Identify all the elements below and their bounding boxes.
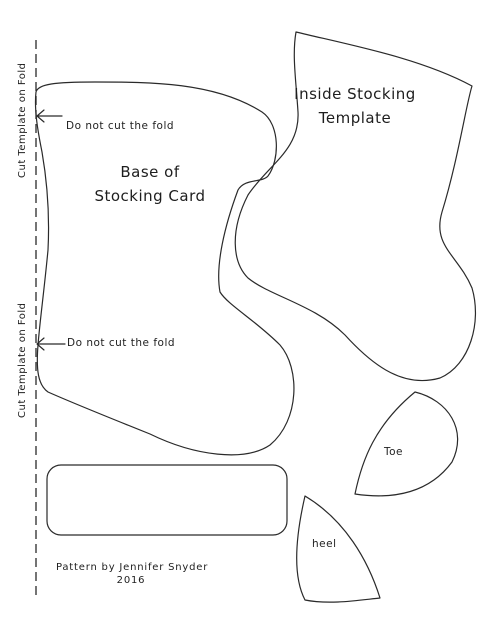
fold-label-top: Cut Template on Fold — [17, 62, 28, 178]
heel-outline — [296, 495, 381, 603]
heel-label: heel — [312, 538, 337, 550]
do-not-cut-note-top: Do not cut the fold — [66, 120, 175, 132]
do-not-cut-note-bottom: Do not cut the fold — [67, 337, 176, 349]
credit-line2: 2016 — [116, 575, 146, 586]
inside-title-line1: Inside Stocking — [294, 85, 416, 103]
inside-title-line2: Template — [318, 109, 392, 127]
toe-outline — [354, 391, 459, 497]
credit-line1: Pattern by Jennifer Snyder — [56, 562, 209, 573]
fold-label-bottom: Cut Template on Fold — [17, 302, 28, 418]
toe-label: Toe — [384, 446, 404, 458]
cuff-outline — [46, 464, 288, 536]
inside-title: Inside Stocking Template — [290, 82, 420, 130]
credit: Pattern by Jennifer Snyder 2016 — [56, 561, 209, 587]
arrow-bottom — [36, 337, 66, 351]
base-stocking-outline — [34, 81, 295, 456]
base-title-line2: Stocking Card — [94, 187, 206, 205]
base-title-line1: Base of — [120, 163, 180, 181]
inside-stocking-outline — [234, 31, 476, 382]
base-title: Base of Stocking Card — [70, 160, 230, 208]
arrow-top — [36, 109, 63, 123]
